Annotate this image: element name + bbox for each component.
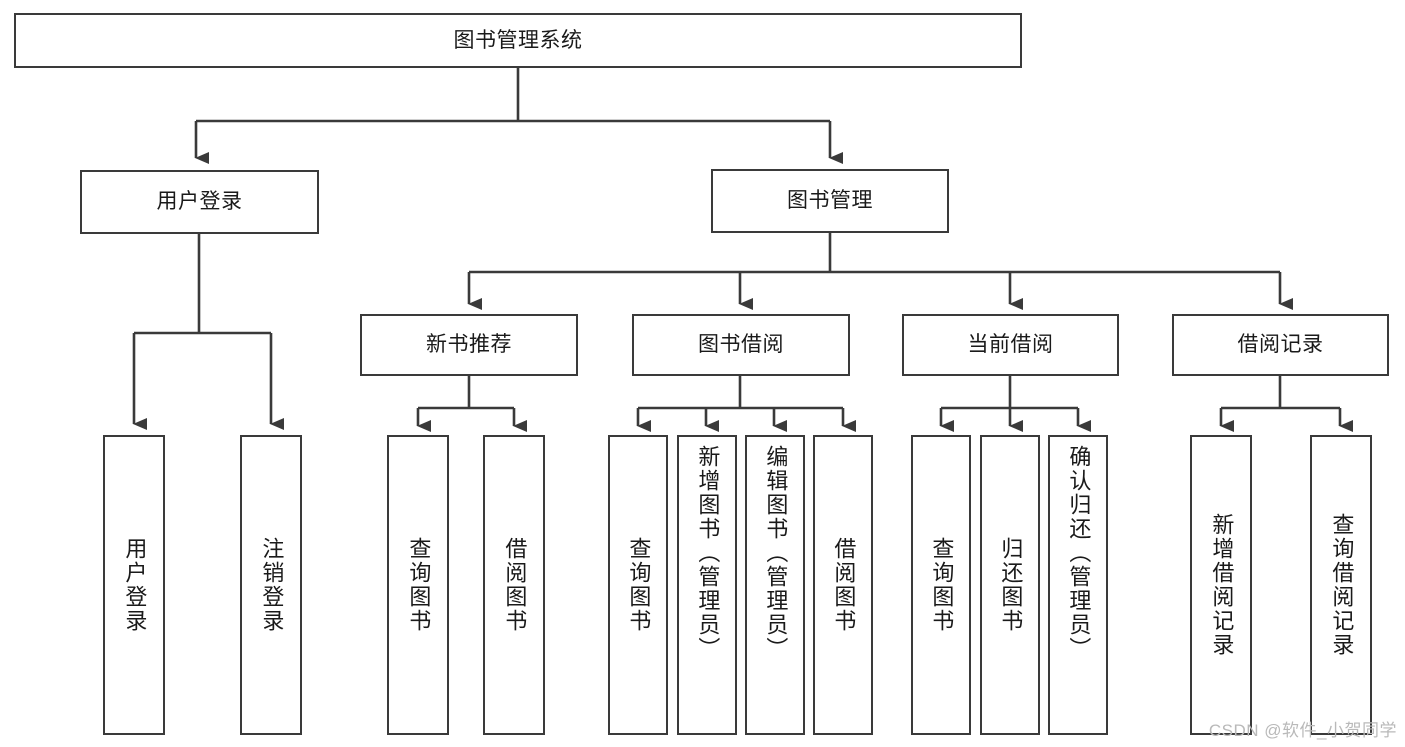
- node-leaf-add-book-label: 新增图书（管理员）: [695, 445, 721, 661]
- node-leaf-return-book[interactable]: 归还图书: [980, 435, 1040, 735]
- node-leaf-query-record-label: 查询借阅记录: [1329, 513, 1355, 657]
- node-leaf-confirm-return-label: 确认归还（管理员）: [1066, 445, 1092, 661]
- node-leaf-add-record-label: 新增借阅记录: [1209, 513, 1235, 657]
- node-book-manage-label: 图书管理: [787, 189, 873, 213]
- node-root[interactable]: 图书管理系统: [14, 13, 1022, 68]
- node-leaf-borrow-book-1-label: 借阅图书: [502, 537, 528, 633]
- node-leaf-query-book-2[interactable]: 查询图书: [608, 435, 668, 735]
- node-leaf-borrow-book-2-label: 借阅图书: [831, 537, 857, 633]
- node-leaf-borrow-book-1[interactable]: 借阅图书: [483, 435, 545, 735]
- node-leaf-query-book-2-label: 查询图书: [626, 537, 652, 633]
- node-book-manage[interactable]: 图书管理: [711, 169, 949, 233]
- node-leaf-query-book-1-label: 查询图书: [406, 537, 432, 633]
- node-leaf-query-book-3-label: 查询图书: [929, 537, 955, 633]
- node-leaf-user-login-label: 用户登录: [122, 537, 148, 633]
- node-leaf-add-book[interactable]: 新增图书（管理员）: [677, 435, 737, 735]
- node-leaf-query-book-1[interactable]: 查询图书: [387, 435, 449, 735]
- node-current-borrow[interactable]: 当前借阅: [902, 314, 1119, 376]
- node-leaf-query-book-3[interactable]: 查询图书: [911, 435, 971, 735]
- node-borrow-record[interactable]: 借阅记录: [1172, 314, 1389, 376]
- node-leaf-query-record[interactable]: 查询借阅记录: [1310, 435, 1372, 735]
- node-book-borrow-label: 图书借阅: [698, 333, 784, 357]
- node-leaf-logout-login[interactable]: 注销登录: [240, 435, 302, 735]
- node-new-book-recommend[interactable]: 新书推荐: [360, 314, 578, 376]
- node-book-borrow[interactable]: 图书借阅: [632, 314, 850, 376]
- node-leaf-borrow-book-2[interactable]: 借阅图书: [813, 435, 873, 735]
- node-leaf-user-login[interactable]: 用户登录: [103, 435, 165, 735]
- node-current-borrow-label: 当前借阅: [967, 333, 1054, 357]
- node-leaf-edit-book[interactable]: 编辑图书（管理员）: [745, 435, 805, 735]
- node-leaf-confirm-return[interactable]: 确认归还（管理员）: [1048, 435, 1108, 735]
- node-leaf-edit-book-label: 编辑图书（管理员）: [763, 445, 789, 661]
- node-leaf-logout-login-label: 注销登录: [259, 537, 285, 633]
- node-borrow-record-label: 借阅记录: [1237, 333, 1324, 357]
- node-new-book-recommend-label: 新书推荐: [426, 333, 512, 357]
- node-user-login-label: 用户登录: [156, 190, 243, 214]
- node-leaf-return-book-label: 归还图书: [998, 537, 1024, 633]
- node-leaf-add-record[interactable]: 新增借阅记录: [1190, 435, 1252, 735]
- node-root-label: 图书管理系统: [453, 28, 583, 52]
- node-user-login[interactable]: 用户登录: [80, 170, 319, 234]
